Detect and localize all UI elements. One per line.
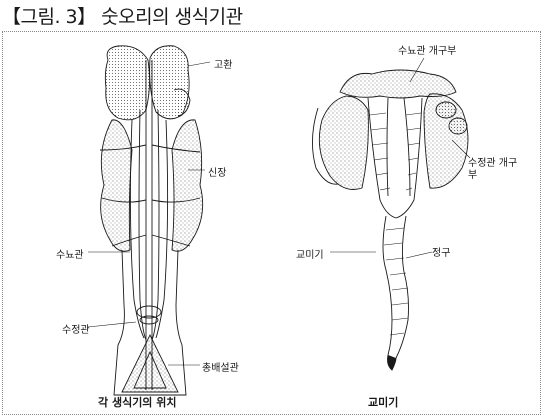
right-phallus-diagram [312,58,470,370]
groove-leader-line [406,252,432,258]
label-cloaca: 총배설관 [202,359,239,374]
caption-left: 각 생식기의 위치 [98,394,177,410]
label-phallus: 교미기 [296,246,324,261]
label-testis: 고환 [214,56,232,71]
caption-right: 교미기 [368,394,398,410]
left-reproductive-diagram [88,46,210,395]
ductus-leader-line [88,322,136,327]
testis-leader-line [188,62,210,66]
label-kidney: 신장 [208,164,226,179]
label-vas-opening: 수정관 개구부 [468,158,518,182]
label-groove: 정구 [432,244,450,259]
label-ureter-opening: 수뇨관 개구부 [398,42,456,57]
label-ductus-deferens: 수정관 [62,321,90,336]
testis-shape [105,46,190,120]
label-vas-deferens: 수뇨관 [56,246,84,261]
